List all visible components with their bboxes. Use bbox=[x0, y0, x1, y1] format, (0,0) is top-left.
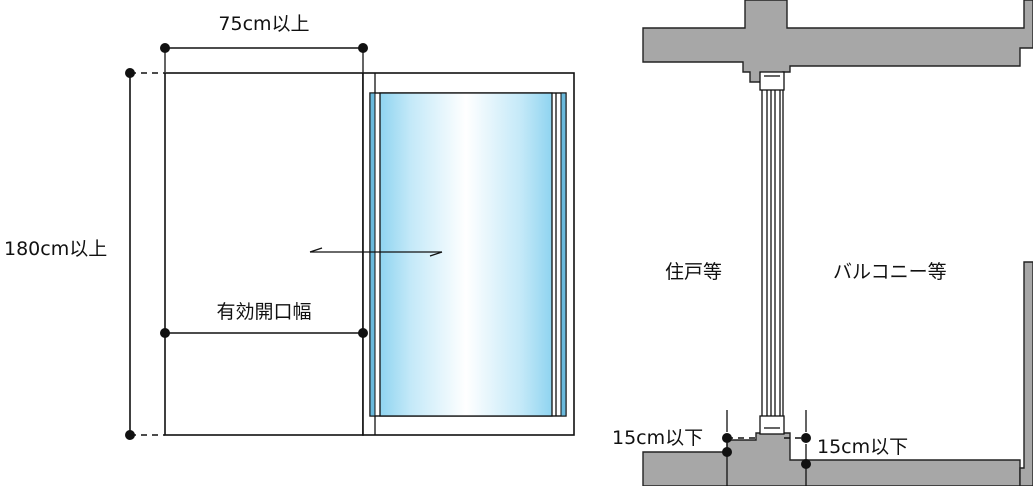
window-elevation: 75cm以上 180cm以上 bbox=[4, 13, 575, 440]
window-opening bbox=[164, 72, 364, 436]
top-wall bbox=[642, 0, 1033, 83]
width-dimension: 75cm以上 bbox=[160, 13, 368, 72]
opening-width-dimension: 有効開口幅 bbox=[160, 301, 368, 338]
step-dimension-left: 15cm以下 bbox=[612, 410, 760, 486]
step-dimension-right: 15cm以下 bbox=[784, 410, 908, 486]
sliding-sash bbox=[369, 92, 567, 417]
frame-top bbox=[759, 71, 785, 91]
sash-plan bbox=[761, 90, 784, 416]
opening-width-label: 有効開口幅 bbox=[216, 301, 311, 323]
slide-arrow bbox=[309, 247, 443, 257]
interior-label: 住戸等 bbox=[665, 261, 722, 283]
step-right-label: 15cm以下 bbox=[817, 436, 908, 458]
width-dimension-label: 75cm以上 bbox=[218, 13, 309, 35]
height-dimension: 180cm以上 bbox=[4, 68, 165, 440]
balcony-label: バルコニー等 bbox=[833, 261, 947, 283]
glass-pane bbox=[379, 92, 553, 417]
step-left-label: 15cm以下 bbox=[612, 427, 703, 449]
frame-bottom bbox=[759, 415, 785, 435]
right-wall bbox=[1019, 261, 1033, 486]
window-plan: 住戸等 バルコニー等 15cm以下 15cm以下 bbox=[612, 0, 1033, 486]
height-dimension-label: 180cm以上 bbox=[4, 238, 107, 260]
